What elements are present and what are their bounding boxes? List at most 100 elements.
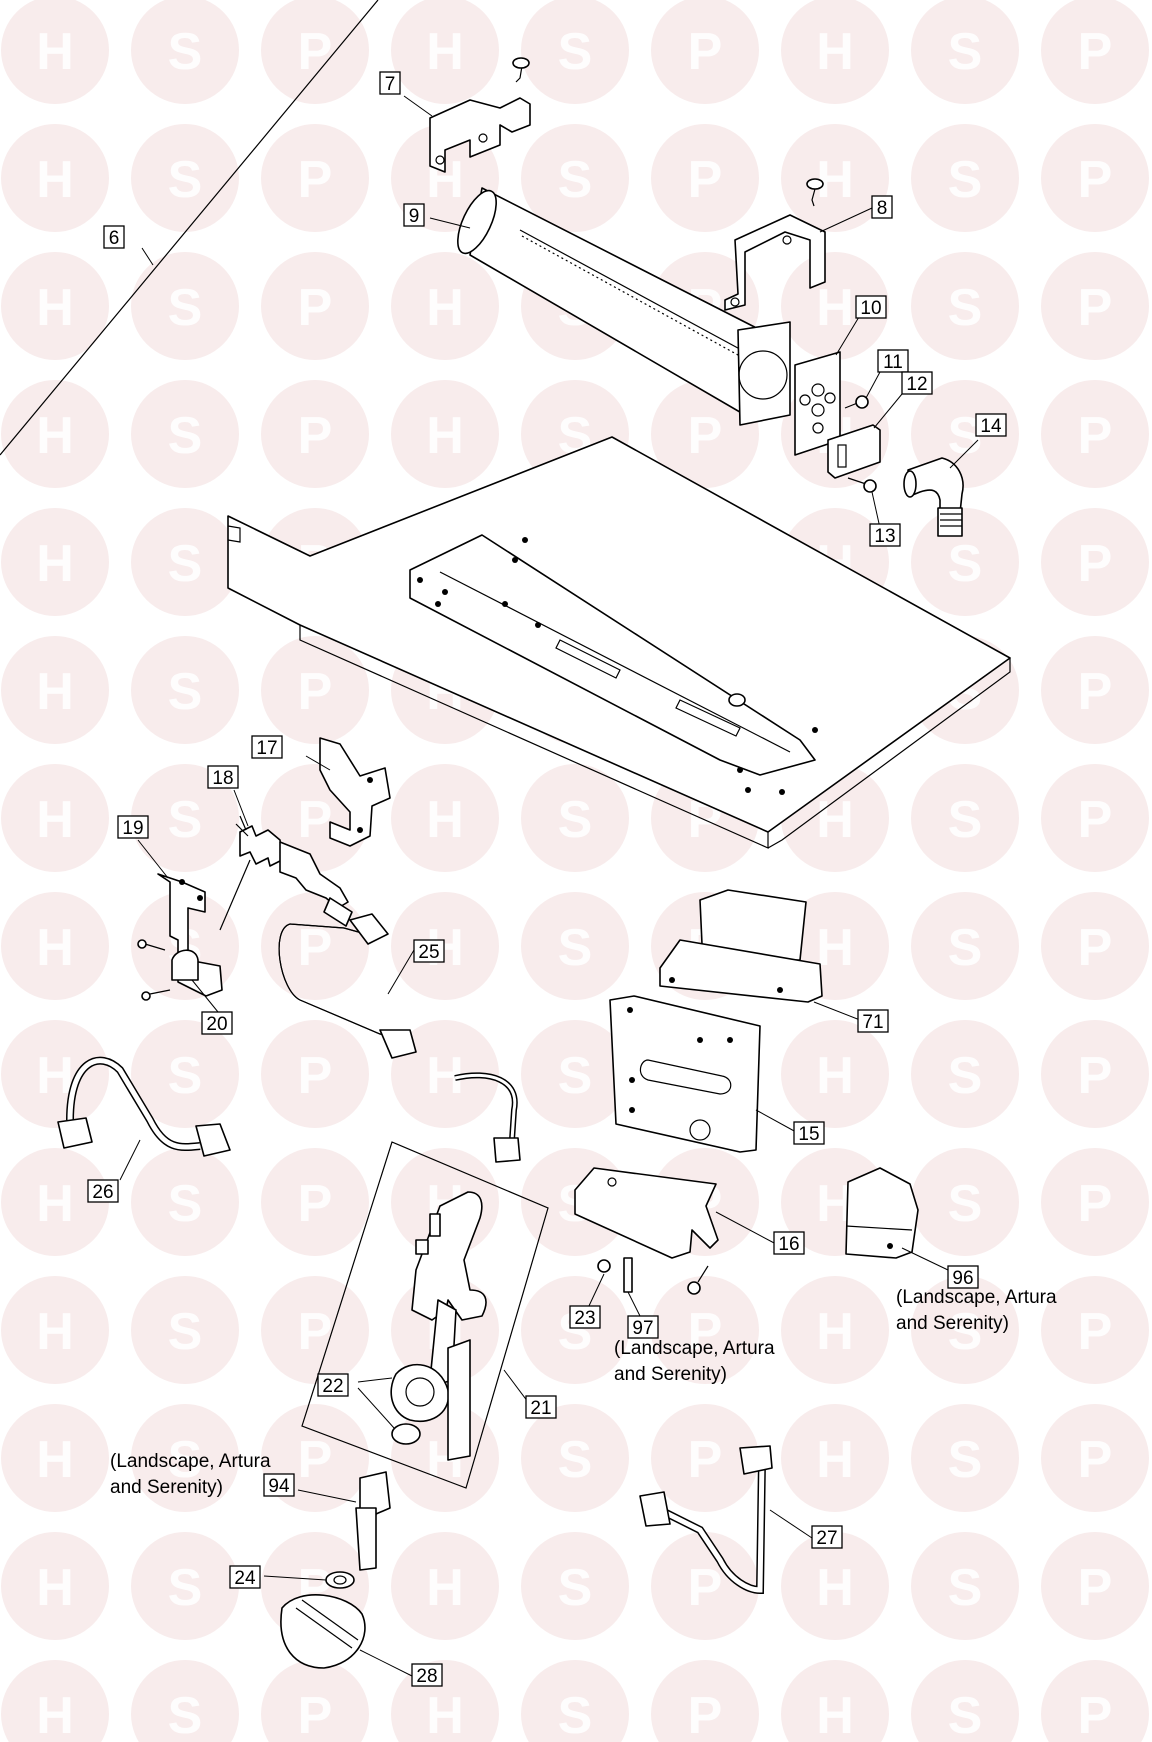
part-8-bracket [724, 178, 873, 311]
watermark-circle [521, 764, 629, 872]
watermark-circle [911, 252, 1019, 360]
part-label-28[interactable]: 28 [411, 1663, 443, 1687]
part-label-27[interactable]: 27 [811, 1525, 843, 1549]
part-label-text: 71 [862, 1012, 883, 1033]
watermark-circle [911, 764, 1019, 872]
part-17-bracket [305, 737, 391, 847]
part-96-shield [845, 1167, 949, 1271]
watermark-circle [651, 0, 759, 104]
watermark-letter: P [1078, 1431, 1113, 1489]
part-label-21[interactable]: 21 [525, 1395, 557, 1419]
watermark-circle [651, 1276, 759, 1384]
part-label-97[interactable]: 97 [627, 1315, 659, 1339]
watermark-letter: S [558, 919, 593, 977]
watermark-letter: S [558, 1047, 593, 1105]
part-label-26[interactable]: 26 [87, 1179, 119, 1203]
part-label-18[interactable]: 18 [207, 765, 239, 789]
watermark-letter: S [168, 1047, 203, 1105]
part-label-15[interactable]: 15 [793, 1121, 825, 1145]
watermark-letter: H [36, 23, 74, 81]
part-label-11[interactable]: 11 [877, 349, 909, 373]
watermark-letter: P [688, 1687, 723, 1742]
part-28-knob [280, 1594, 413, 1677]
part-label-20[interactable]: 20 [201, 1011, 233, 1035]
part-label-box [251, 735, 283, 759]
watermark-letter: H [816, 791, 854, 849]
part-9-burner-tube [429, 187, 791, 426]
watermark-circle [391, 1020, 499, 1128]
part-label-16[interactable]: 16 [773, 1231, 805, 1255]
part-label-text: 12 [906, 374, 927, 395]
part-label-box [869, 523, 901, 547]
watermark-letter: P [1078, 1559, 1113, 1617]
part-label-10[interactable]: 10 [855, 295, 887, 319]
watermark-circle [1041, 0, 1149, 104]
part-label-text: 19 [122, 818, 143, 839]
part-label-94[interactable]: 94 [263, 1473, 295, 1497]
part-label-24[interactable]: 24 [229, 1565, 261, 1589]
watermark-letter: H [816, 151, 854, 209]
watermark-circle [1041, 1660, 1149, 1742]
watermark-circle [911, 1148, 1019, 1256]
part-label-box [855, 295, 887, 319]
watermark-circle [1041, 252, 1149, 360]
watermark-circle [261, 1660, 369, 1742]
watermark-circle [911, 1020, 1019, 1128]
watermark-circle [391, 380, 499, 488]
watermark-letter: P [1078, 1303, 1113, 1361]
part-label-17[interactable]: 17 [251, 735, 283, 759]
watermark-letter: H [816, 1303, 854, 1361]
watermark-circle [781, 1276, 889, 1384]
part-label-box [201, 1011, 233, 1035]
watermark-circle [521, 892, 629, 1000]
watermark-letter: S [948, 1047, 983, 1105]
watermark-circle [131, 636, 239, 744]
watermark-circle [261, 0, 369, 104]
part-label-25[interactable]: 25 [413, 939, 445, 963]
watermark-letter: S [948, 23, 983, 81]
part-label-14[interactable]: 14 [975, 413, 1007, 437]
part-label-71[interactable]: 71 [857, 1009, 889, 1033]
part-7-bracket [403, 57, 531, 173]
watermark-letter: H [426, 1559, 464, 1617]
part-label-6[interactable]: 6 [103, 225, 125, 249]
watermark-circle [1, 1660, 109, 1742]
watermark-letter: H [816, 919, 854, 977]
part-label-9[interactable]: 9 [403, 203, 425, 227]
part-label-22[interactable]: 22 [317, 1373, 349, 1397]
part-label-text: 97 [632, 1318, 653, 1339]
watermark-circle [1, 1532, 109, 1640]
watermark-circle [1041, 1532, 1149, 1640]
part-label-text: 25 [418, 942, 439, 963]
watermark-circle [1041, 1276, 1149, 1384]
part-label-box [871, 195, 893, 219]
part-label-text: 26 [92, 1182, 113, 1203]
part-label-8[interactable]: 8 [871, 195, 893, 219]
part-label-12[interactable]: 12 [901, 371, 933, 395]
part-label-box [413, 939, 445, 963]
variant-note-line: and Serenity) [896, 1313, 1009, 1334]
part-label-7[interactable]: 7 [379, 71, 401, 95]
watermark-letter: S [168, 663, 203, 721]
part-21-gas-valve [301, 1141, 549, 1489]
part-label-text: 16 [778, 1234, 799, 1255]
watermark-circle [131, 508, 239, 616]
part-label-13[interactable]: 13 [869, 523, 901, 547]
watermark-letter: P [1078, 919, 1113, 977]
watermark-letter: S [948, 1431, 983, 1489]
part-label-96[interactable]: 96 [947, 1265, 979, 1289]
watermark-circle [781, 1020, 889, 1128]
watermark-letter: H [426, 407, 464, 465]
part-label-19[interactable]: 19 [117, 815, 149, 839]
part-15-plate [609, 995, 797, 1153]
part-label-23[interactable]: 23 [569, 1305, 601, 1329]
watermark-letter: P [688, 151, 723, 209]
watermark-circle [651, 1532, 759, 1640]
watermark-letter: P [1078, 279, 1113, 337]
part-label-box [857, 1009, 889, 1033]
part-label-box [773, 1231, 805, 1255]
part-25-pilot-pipe [278, 913, 417, 1059]
part-13-screw [847, 477, 881, 529]
part-label-text: 24 [234, 1568, 256, 1589]
watermark-letter: S [168, 535, 203, 593]
